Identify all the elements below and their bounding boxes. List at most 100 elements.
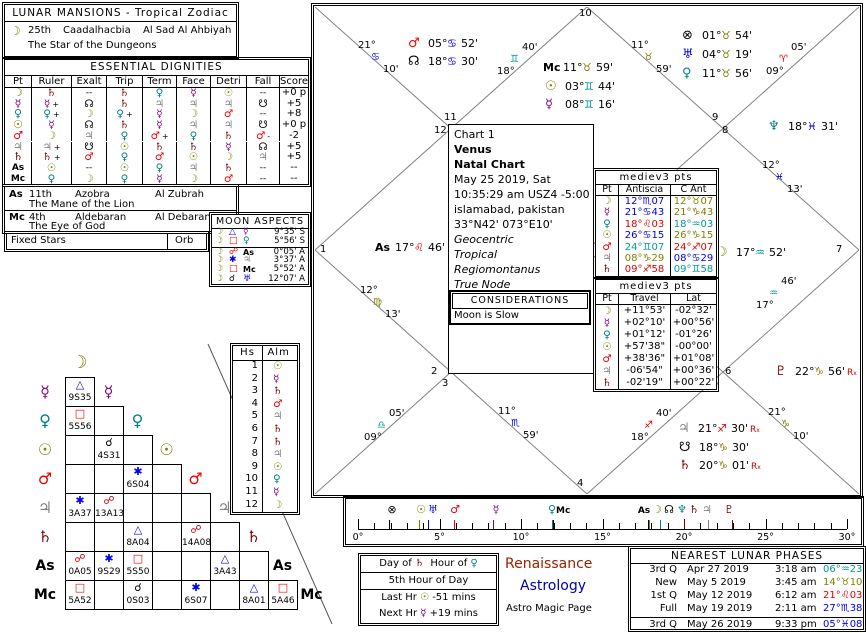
house-number-8: 8 [722,125,729,136]
planet-degree: 17° [395,241,415,254]
dignity-col-header: Ruler [31,75,71,88]
dignity-col-header: Detri [210,75,246,88]
cusp-label: 11°♉59' [631,40,675,82]
sextile-aspect-icon: ✱ [229,254,237,265]
hs-alm-row: 11☿ [233,486,297,499]
fixed-stars-orb-bar: Fixed Stars Orb [4,231,209,252]
pluto-icon: ♇ [724,503,734,516]
sun-icon: ☉ [37,440,53,459]
square-aspect-icon: □ [74,407,86,420]
venus-icon: ♀ [120,152,129,163]
aspect-grid-cell [94,580,124,610]
antiscia-value: 26°♋15 [618,230,670,242]
sun-icon: ☉ [273,460,283,473]
dignity-cell: ♂ [142,152,176,163]
aspect-grid-cell [65,464,95,494]
mars-icon: ♂ [84,152,94,163]
ruler-stem [649,520,651,529]
dignity-cell: ♂+ [142,130,176,142]
phase-date: May 5 2019 [687,577,746,588]
ruler-planet-asc: As [637,503,651,516]
col-header: Pt [596,184,618,196]
mercury-icon: ☿ [273,486,280,498]
ruler-tick [732,523,734,529]
phase-date: May 26 2019 [687,619,753,630]
grid-row-label: ♀ [32,406,58,435]
dignity-cell: ☽ [71,173,106,185]
aspect-grid-cell: △8A04 [123,522,153,552]
planet-minute: 56' [828,365,846,378]
ruler-planet-venus: ♀ [545,503,559,516]
ruler-tick [439,519,441,529]
dignity-cell: ☽ [5,88,31,99]
planet-degree: 17° [736,246,756,259]
mars-icon: ♂ [150,130,160,142]
table-cell: ☽ [596,196,618,207]
mars-icon: ♂ [602,353,612,365]
jupiter-icon: ♃ [258,152,268,163]
jupiter-icon: ♃ [188,98,199,110]
dignity-col-header: Pt [5,75,31,88]
square-aspect-icon: □ [229,264,238,275]
aspect-orb: 5S56 [68,422,92,432]
dignity-cell: ♀ [31,173,71,185]
trine-aspect-icon: △ [249,581,259,594]
orb-label: Orb [175,235,194,246]
brand-line-2: Astrology [520,578,587,594]
antiscia-value: 12°♏07 [618,196,670,208]
planet-degree: 22° [795,365,815,378]
moon-icon: ☽ [71,352,88,373]
planet-degree: 11° [563,61,583,74]
dignity-score: +5 [279,152,308,163]
mc-icon: Mc [543,61,561,74]
planet-minute: 30' [732,441,750,454]
dignity-cell: ☉ [5,120,31,131]
sun-icon: ☉ [13,120,23,131]
mercury-icon: ☿ [603,207,611,219]
latitude-value: +00°22' [670,377,716,389]
cusp-degree: 11° [631,40,649,51]
mercury-icon: ☿ [103,382,114,401]
planetary-hours-panel: Day of ♄ Hour of ♀ 5th Hour of Day Last … [358,553,499,626]
chart-subject: Venus [454,143,492,156]
hs-alm-row: 9☉ [233,461,297,474]
travel-value: +01°12' [618,329,670,341]
ruler-tick [586,523,588,529]
dignity-cell: ☽ [176,173,210,185]
retrograde-sub: x [853,370,857,377]
mercury-icon: ☿ [273,372,280,385]
planet-minute: 44' [598,80,616,93]
mercury-icon: ☿ [156,109,163,121]
cusp-degree: 09° [364,432,382,443]
cusp-degree: 12° [762,160,780,171]
phase-date: Apr 27 2019 [687,564,749,575]
phase-name: New [655,577,677,588]
travel-value: -02'19" [618,377,670,389]
lunar-mansions-panel: LUNAR MANSIONS - Tropical Zodiac ☽ 25th … [2,2,239,59]
house-number: 2 [251,372,258,384]
ruler-tick [472,523,474,529]
moon-icon: ☽ [215,236,224,247]
phase-position: 06°♒23 [823,564,863,575]
cusp-degree: 11° [498,406,516,417]
fortune-icon: ⊗ [387,503,397,516]
cusp-degree: 09° [766,66,784,77]
cusp-label: 17°♒46' [756,276,800,342]
brand-line-3: Astro Magic Page [506,603,592,614]
dignity-cell: ♀+ [106,109,142,121]
dignity-cell: ☉ [210,88,246,99]
mc-icon: Mc [556,506,571,516]
dignity-cell: ☽ [71,109,106,121]
house-number: 3 [251,385,258,397]
dignity-cell: ☽ [210,152,246,163]
travel-value: +57'38" [618,341,670,353]
mercury-icon: ☿ [14,98,22,110]
dignity-cell: ♀ [142,88,176,99]
trine-aspect-icon: △ [229,227,236,237]
travel-value: -06'54" [618,365,670,377]
moon-icon: ☽ [13,88,23,99]
next-hr-value: +19 mins [429,608,478,619]
mc-star-meaning: The Eye of God [29,221,106,232]
aspect-grid-cell [181,551,211,581]
